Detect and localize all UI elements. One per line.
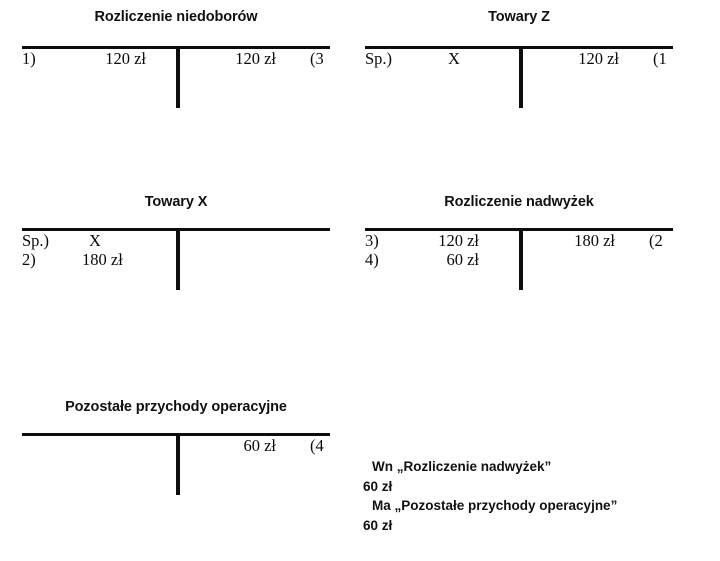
t-account-title: Pozostałe przychody operacyjne: [65, 399, 287, 415]
debit-side: 3) 120 zł 4) 60 zł: [365, 231, 515, 269]
account-divider-rule: [176, 231, 180, 290]
t-account-towary-x: Towary X Sp.) X 2) 180 zł: [22, 193, 330, 290]
entry-marker: (1: [653, 49, 667, 68]
entry-marker: (3: [310, 49, 324, 68]
entry-marker: 1): [22, 49, 36, 68]
account-divider-rule: [176, 49, 180, 108]
t-account-rozliczenie-nadwyzek: Rozliczenie nadwyżek 3) 120 zł 4) 60 zł …: [365, 193, 673, 290]
t-account-pozostale-przychody-operacyjne: Pozostałe przychody operacyjne 60 zł (4: [22, 398, 330, 495]
debit-side: Sp.) X: [365, 49, 515, 68]
entry-row: 180 zł (2: [523, 231, 673, 250]
t-account-rozliczenie-niedoborow: Rozliczenie niedoborów 1) 120 zł 120 zł …: [22, 8, 330, 108]
entry-amount: 60 zł: [243, 436, 276, 455]
credit-side: 120 zł (3: [180, 49, 330, 68]
entry-row: Sp.) X: [22, 231, 172, 250]
t-account-body: Sp.) X 120 zł (1: [365, 46, 673, 108]
t-account-body: Sp.) X 2) 180 zł: [22, 228, 330, 290]
t-account-title: Towary X: [144, 194, 208, 210]
entry-marker: 3): [365, 231, 379, 250]
entry-marker: Sp.): [365, 49, 393, 68]
debit-side: 1) 120 zł: [22, 49, 172, 68]
entry-marker: (2: [649, 231, 663, 250]
entry-amount: 120 zł: [105, 49, 146, 68]
entry-amount: 60 zł: [446, 250, 479, 269]
account-divider-rule: [176, 436, 180, 495]
credit-side: 120 zł (1: [523, 49, 673, 68]
entry-amount: X: [448, 49, 460, 68]
journal-entry-line-credit: Ma „Pozostałe przychody operacyjne”: [372, 498, 618, 513]
entry-row: 60 zł (4: [180, 436, 330, 455]
account-divider-rule: [519, 231, 523, 290]
debit-side: Sp.) X 2) 180 zł: [22, 231, 172, 269]
account-top-rule: [22, 433, 330, 436]
entry-marker: 2): [22, 250, 36, 269]
entry-row: 4) 60 zł: [365, 250, 515, 269]
journal-entry-line-credit-amount: 60 zł: [363, 517, 393, 533]
entry-amount: 180 zł: [574, 231, 615, 250]
journal-entry: Wn „Rozliczenie nadwyżek” 60 zł Ma „Pozo…: [363, 457, 617, 535]
account-top-rule: [365, 46, 673, 49]
entry-marker: (4: [310, 436, 324, 455]
entry-amount: 120 zł: [235, 49, 276, 68]
journal-entry-line-debit-amount: 60 zł: [363, 478, 393, 494]
t-account-title: Towary Z: [488, 9, 550, 25]
entry-amount: 120 zł: [438, 231, 479, 250]
entry-row: 2) 180 zł: [22, 250, 172, 269]
entry-row: 120 zł (1: [523, 49, 673, 68]
t-account-title: Rozliczenie nadwyżek: [444, 194, 594, 210]
t-account-body: 1) 120 zł 120 zł (3: [22, 46, 330, 108]
entry-marker: 4): [365, 250, 379, 269]
credit-side: 180 zł (2: [523, 231, 673, 250]
account-top-rule: [22, 228, 330, 231]
entry-amount: 180 zł: [82, 250, 123, 269]
account-divider-rule: [519, 49, 523, 108]
entry-row: 3) 120 zł: [365, 231, 515, 250]
credit-side: 60 zł (4: [180, 436, 330, 455]
journal-entry-line-debit: Wn „Rozliczenie nadwyżek”: [372, 459, 552, 474]
entry-marker: Sp.): [22, 231, 50, 250]
entry-amount: 120 zł: [578, 49, 619, 68]
entry-row: Sp.) X: [365, 49, 515, 68]
t-account-title: Rozliczenie niedoborów: [94, 9, 258, 25]
account-top-rule: [22, 46, 330, 49]
t-account-body: 60 zł (4: [22, 433, 330, 495]
entry-row: 120 zł (3: [180, 49, 330, 68]
t-account-towary-z: Towary Z Sp.) X 120 zł (1: [365, 8, 673, 108]
entry-row: 1) 120 zł: [22, 49, 172, 68]
entry-amount: X: [89, 231, 101, 250]
account-top-rule: [365, 228, 673, 231]
t-account-body: 3) 120 zł 4) 60 zł 180 zł (2: [365, 228, 673, 290]
